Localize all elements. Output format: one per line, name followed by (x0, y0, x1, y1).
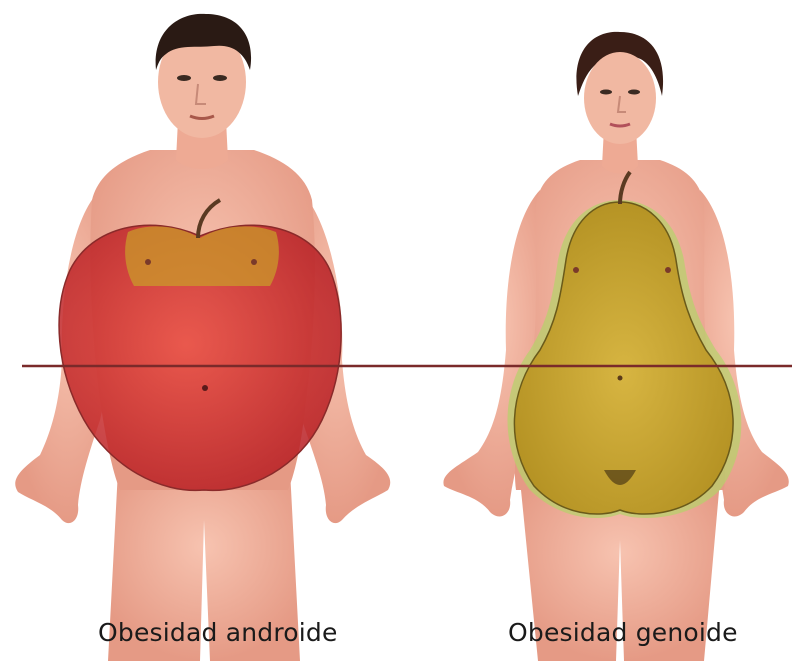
female-nipple-left (573, 267, 579, 273)
male-navel (202, 385, 208, 391)
male-nipple-left (145, 259, 151, 265)
male-eye-left (177, 75, 191, 81)
female-nipple-right (665, 267, 671, 273)
caption-gynoid-obesity: Obesidad genoide (508, 618, 738, 647)
female-navel (618, 376, 623, 381)
female-eye-left (600, 90, 612, 95)
female-figure (443, 32, 788, 661)
male-figure (15, 14, 390, 661)
male-nipple-right (251, 259, 257, 265)
male-eye-right (213, 75, 227, 81)
caption-android-obesity: Obesidad androide (98, 618, 338, 647)
female-eye-right (628, 90, 640, 95)
